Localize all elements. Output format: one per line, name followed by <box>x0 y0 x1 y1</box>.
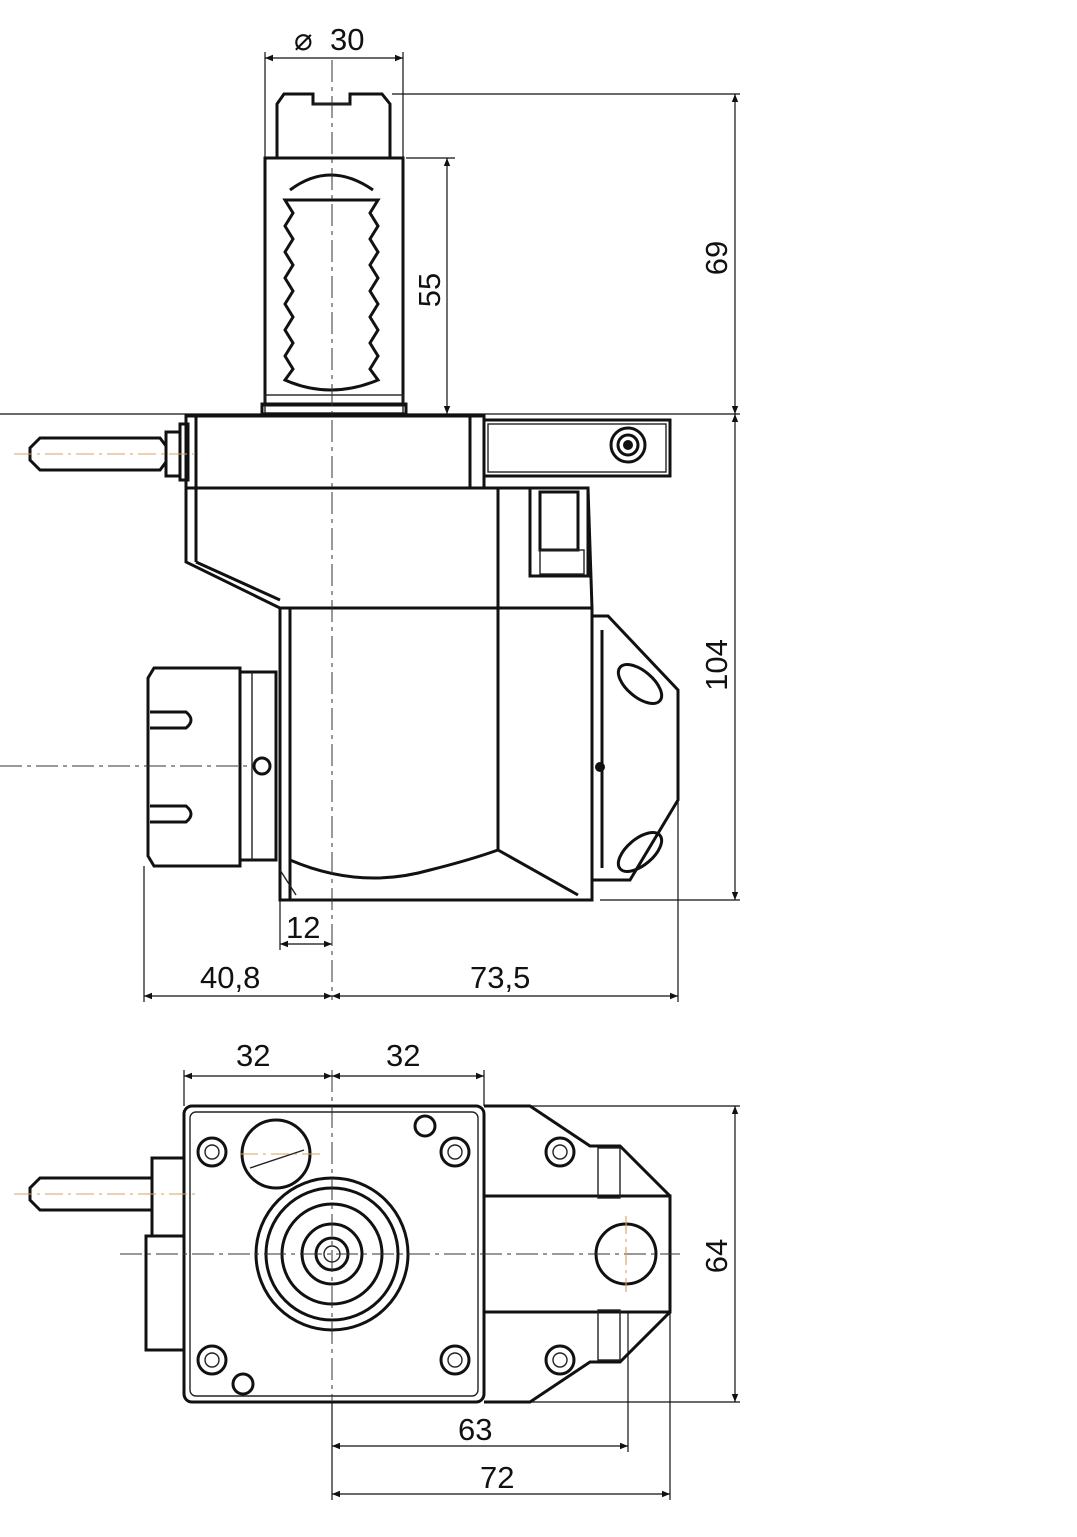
dim-32-right: 32 <box>386 1038 420 1073</box>
dim-height-104: 104 <box>699 639 734 691</box>
dim-width-40-8: 40,8 <box>200 960 260 995</box>
dim-height-69: 69 <box>699 241 734 275</box>
dim-width-72: 72 <box>480 1460 514 1495</box>
side-view <box>0 52 740 1002</box>
dim-diameter-30: 30 <box>330 22 364 57</box>
dim-diameter-symbol: ⌀ <box>294 22 313 57</box>
spindle-ribs <box>282 173 381 392</box>
top-locating-pin <box>28 1156 186 1352</box>
collet-nut <box>146 666 278 868</box>
dim-32-left: 32 <box>236 1038 270 1073</box>
dim-offset-12: 12 <box>286 910 320 945</box>
dim-width-73-5: 73,5 <box>470 960 530 995</box>
dim-height-55: 55 <box>412 273 447 307</box>
top-view <box>14 1070 740 1500</box>
dim-height-64: 64 <box>699 1239 734 1273</box>
angled-head <box>592 614 680 882</box>
clamp-arm <box>482 418 672 478</box>
dim-width-63: 63 <box>458 1412 492 1447</box>
locating-pin <box>28 422 190 482</box>
upper-housing <box>184 414 486 490</box>
side-pocket <box>528 486 590 578</box>
screw-holes <box>196 1114 576 1396</box>
